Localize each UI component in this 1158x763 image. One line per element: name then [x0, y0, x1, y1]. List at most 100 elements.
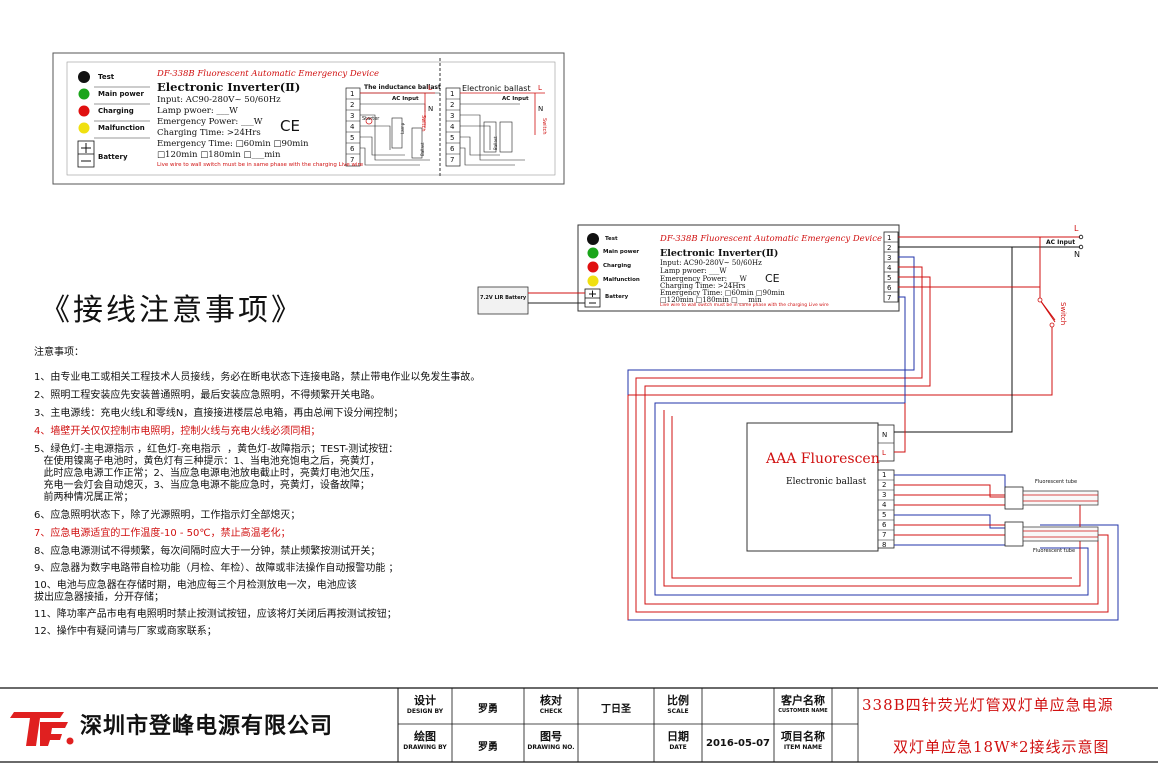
- label-electronic-ballast: Electronic ballast: [462, 84, 531, 93]
- label-warning: Live wire to wall switch must be in same…: [157, 162, 364, 168]
- label-n-right: N: [538, 105, 544, 113]
- note-item: 9、应急器为数字电路带自检功能（月检、年检）、故障或非法操作自动报警功能 ；: [34, 563, 399, 574]
- label-input: Input: AC90-280V~ 50/60Hz: [157, 95, 281, 105]
- malfunction-led-icon: [78, 122, 90, 134]
- label-ac-input-right: AC Input: [502, 96, 529, 102]
- label-charging: Charging: [98, 107, 134, 115]
- device-ce-mark: CE: [765, 272, 780, 285]
- note-item: 3、主电源线：充电火线L和零线N，直接接进楼层总电箱，再由总闸下设分闸控制；: [34, 408, 404, 419]
- device-label-test: Test: [605, 236, 618, 242]
- label-ballast-right: Ballast: [493, 136, 498, 150]
- device-label-input: Input: AC90-280V~ 50/60Hz: [660, 259, 762, 267]
- wall-switch-icon: [1037, 297, 1056, 328]
- label-n-left: N: [428, 105, 434, 113]
- label-starter: Starter: [362, 116, 380, 122]
- switch-label: Switch: [1059, 302, 1067, 326]
- notes-heading: 《接线注意事项》: [40, 293, 304, 328]
- label-ballast-left: Ballast: [420, 142, 425, 156]
- fluorescent-tube-2: [1004, 521, 1099, 547]
- malfunction-led-icon-main: [587, 275, 599, 287]
- device-label-malfunction: Malfunction: [603, 277, 640, 283]
- device-label-charging: Charging: [603, 263, 632, 269]
- label-l-right: L: [538, 84, 542, 92]
- product-label-frame: [52, 52, 565, 185]
- note-item: 2、照明工程安装应先安装普通照明，最后安装应急照明，不得频繁开关电路。: [34, 390, 381, 401]
- note-item: 拔出应急器接插，分开存储；: [34, 592, 164, 603]
- note-item: 6、应急照明状态下，除了光源照明，工作指示灯全部熄灭；: [34, 510, 301, 521]
- device-label-main-power: Main power: [603, 249, 640, 255]
- label-model: DF-338B Fluorescent Automatic Emergency …: [157, 69, 380, 79]
- note-item: 11、降功率产品市电有电照明时禁止按测试按钮，应该将灯关闭后再按测试按钮；: [34, 609, 397, 620]
- project-title: 338B四针荧光灯管双灯单应急电源: [862, 696, 1114, 714]
- ballast-subtitle: Electronic ballast: [786, 477, 867, 487]
- label-emergency-time: Emergency Time: □60min □90min: [157, 139, 309, 149]
- mains-n-label: N: [1074, 250, 1080, 259]
- note-item: 5、绿色灯-主电源指示 ，红色灯-充电指示 ，黄色灯-故障指示；TEST-测试按…: [34, 444, 399, 455]
- checker-name: 丁日圣: [601, 704, 631, 715]
- product-label-inner: [66, 61, 556, 176]
- fluorescent-ballast-box: [746, 422, 879, 552]
- device-label-model: DF-338B Fluorescent Automatic Emergency …: [660, 234, 883, 244]
- battery-label: 7.2V LIR Battery: [480, 295, 527, 301]
- note-item: 充电一会灯会自动熄灭，3、当应急电源不能应急时，亮黄灯，设备故障；: [34, 480, 370, 491]
- label-inductance-ballast: The inductance ballast: [364, 84, 441, 91]
- tube-2-label: Fluorescent tube: [1033, 548, 1076, 554]
- date-value: 2016-05-07: [706, 738, 770, 749]
- emergency-device-box: [577, 224, 900, 312]
- note-item: 10、电池与应急器在存储时期，电池应每三个月检测放电一次，电池应该: [34, 580, 357, 591]
- test-button-icon: [78, 71, 90, 83]
- mains-l-label: L: [1074, 224, 1079, 233]
- label-l-left: L: [428, 84, 432, 92]
- device-label-product: Electronic Inverter(Ⅱ): [660, 248, 779, 259]
- label-switch-right: Switch: [541, 118, 547, 135]
- ballast-input-labels: N L: [882, 431, 888, 457]
- label-lamp-left: Lamp: [400, 122, 405, 134]
- main-power-led-icon: [78, 88, 90, 100]
- note-item: 前两种情况属正常；: [34, 492, 134, 503]
- ballast-output-block: [877, 469, 895, 549]
- device-label-emergency-power: Emergency Power: ___W: [660, 275, 747, 283]
- device-label-battery: Battery: [605, 294, 629, 300]
- item-title: 双灯单应急18W*2接线示意图: [893, 738, 1110, 756]
- company-name: 深圳市登峰电源有限公司: [80, 714, 334, 739]
- mini-terminal-block-right: [445, 87, 461, 167]
- device-label-lamp-power: Lamp pwoer: ___W: [660, 267, 727, 275]
- fluorescent-tube-1: [1004, 486, 1099, 510]
- drawer-name: 罗勇: [478, 742, 498, 753]
- label-malfunction: Malfunction: [98, 124, 145, 132]
- device-label-emergency-time-2: □120min □180min □___min: [660, 296, 762, 304]
- label-battery: Battery: [98, 153, 128, 161]
- test-button-icon-main: [587, 233, 599, 245]
- note-item: 8、应急电源测试不得频繁，每次间隔时应大于一分钟，禁止频繁按测试开关；: [34, 546, 381, 557]
- label-switch-left: Switch: [420, 115, 426, 132]
- title-block-lines: [0, 687, 1158, 763]
- note-item: 1、由专业电工或相关工程技术人员接线，务必在断电状态下连接电路，禁止带电作业以免…: [34, 372, 481, 383]
- note-item: 12、操作中有疑问请与厂家或商家联系；: [34, 626, 217, 637]
- company-logo: [10, 712, 74, 746]
- ce-mark: CE: [280, 117, 300, 135]
- notes-list: 1、由专业电工或相关工程技术人员接线，务必在断电状态下连接电路，禁止带电作业以免…: [34, 372, 494, 638]
- device-label-warning: Live wire to wall switch must be in same…: [660, 303, 829, 308]
- main-power-led-icon-main: [587, 247, 599, 259]
- device-label-emergency-time: Emergency Time: □60min □90min: [660, 289, 785, 297]
- label-emergency-time-2: □120min □180min □___min: [157, 150, 281, 160]
- designer-name: 罗勇: [478, 704, 498, 715]
- note-item: 此时应急电源工作正常；2、当应急电源电池放电截止时，亮黄灯电池欠压，: [34, 468, 380, 479]
- charging-led-icon: [78, 105, 90, 117]
- notes-intro: 注意事项：: [34, 347, 84, 358]
- battery-box: [477, 286, 529, 315]
- label-product: Electronic Inverter(Ⅱ): [157, 80, 301, 94]
- label-test: Test: [98, 73, 115, 81]
